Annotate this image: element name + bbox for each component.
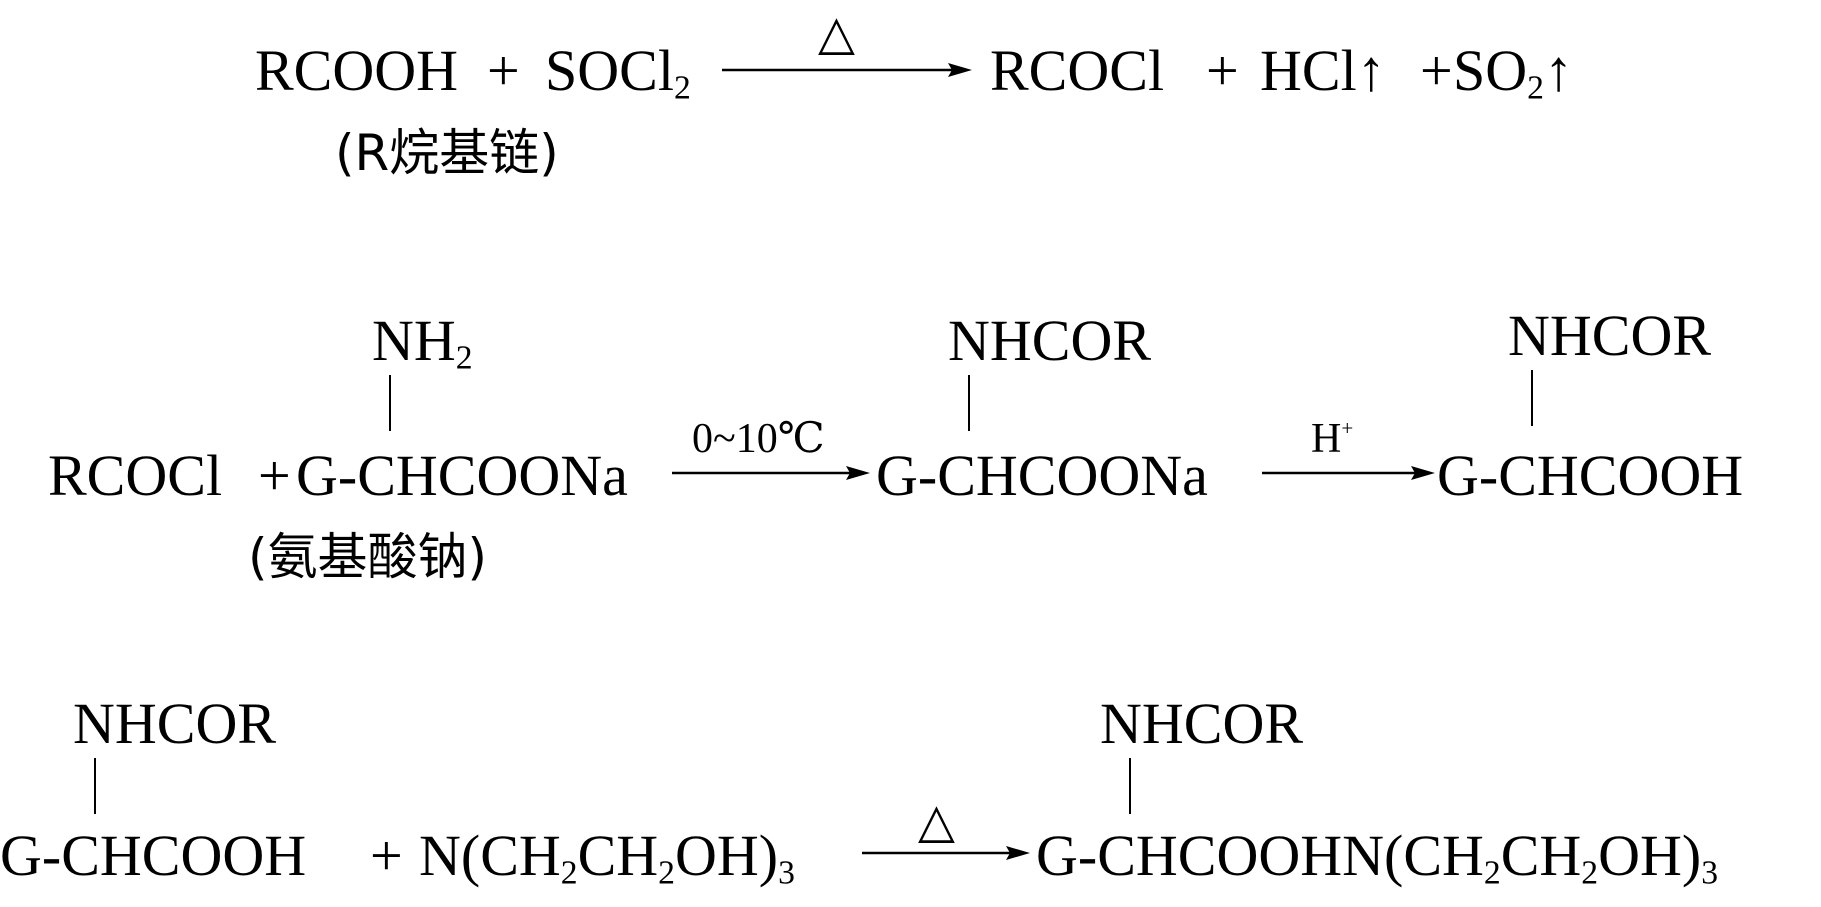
r2-acid-condition: H+ [1311, 416, 1354, 462]
r1-product-hcl: HCl↑ [1260, 38, 1386, 103]
r2-intermediate-bond [968, 375, 970, 431]
r1-plus-2: + [1206, 38, 1239, 103]
r3-reactant-triethanolamine: N(CH2CH2OH)3 [419, 823, 795, 892]
r1-note-alkyl-chain: (R烷基链) [335, 124, 559, 182]
r2-product-bond [1531, 370, 1533, 426]
r2-amino-bond [389, 375, 391, 431]
r2-intermediate-nhcor: NHCOR [948, 308, 1152, 373]
r3-product-nhcor: NHCOR [1100, 691, 1304, 756]
r3-plus: + [370, 823, 403, 888]
r2-note-amino-acid-sodium: (氨基酸钠) [248, 528, 488, 586]
r1-heat-condition: △ [818, 7, 855, 60]
r3-reaction-arrow [862, 846, 1030, 860]
r2-intermediate: G-CHCOONa [876, 443, 1208, 508]
r2-temperature-condition: 0~10℃ [692, 416, 825, 462]
r1-plus-3: + [1420, 38, 1453, 103]
r3-product-bond [1129, 758, 1131, 814]
r1-reactant-socl2: SOCl2 [545, 38, 691, 107]
r2-amino-acid-sodium: G-CHCOONa [296, 443, 628, 508]
r2-reaction-arrow-2 [1262, 466, 1435, 480]
r2-amino-group: NH2 [372, 308, 473, 377]
r1-reactant-rcooh: RCOOH [255, 38, 459, 103]
r2-product-nhcor: NHCOR [1508, 303, 1712, 368]
r1-product-rcocl: RCOCl [990, 38, 1165, 103]
r1-reaction-arrow [722, 63, 972, 77]
r3-reactant-acid: G-CHCOOH [0, 823, 307, 888]
r2-product: G-CHCOOH [1437, 443, 1744, 508]
r3-heat-condition: △ [918, 795, 955, 848]
r2-plus: + [258, 443, 291, 508]
r1-plus-1: + [487, 38, 520, 103]
r2-reaction-arrow-1 [672, 466, 870, 480]
r3-reactant-nhcor: NHCOR [73, 691, 277, 756]
r3-reactant-bond [94, 758, 96, 814]
r2-reactant-rcocl: RCOCl [48, 443, 223, 508]
r3-product-salt: G-CHCOOHN(CH2CH2OH)3 [1036, 823, 1718, 892]
r1-product-so2: SO2↑ [1453, 38, 1573, 107]
